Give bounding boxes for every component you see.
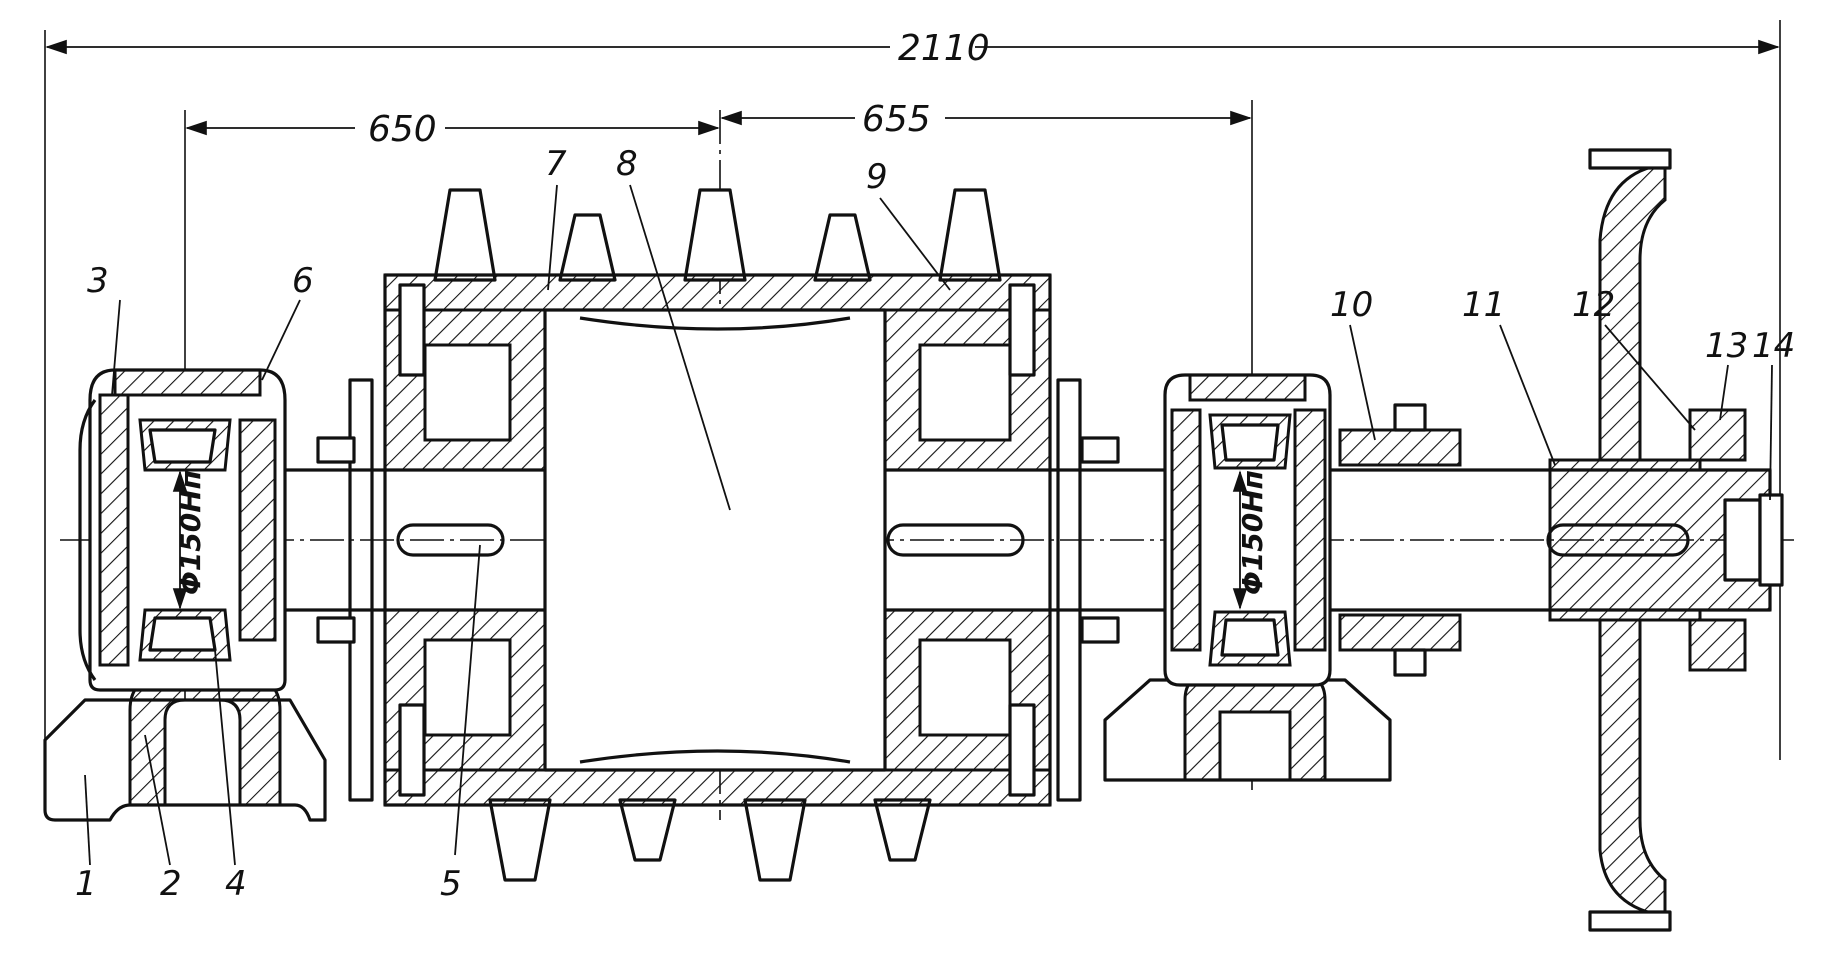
part-label-1: 1: [75, 864, 97, 904]
part-label-6: 6: [292, 261, 314, 301]
part-label-7: 7: [545, 144, 567, 184]
left-bearing-diameter: Φ150Нп: [174, 470, 207, 595]
part-label-4: 4: [225, 864, 247, 904]
keyway-right: [886, 523, 1025, 557]
left-span-label: 650: [368, 109, 437, 150]
part-label-3: 3: [87, 261, 109, 301]
part-label-12: 12: [1572, 285, 1615, 325]
part-labels: 1 2 3 4 5 6 7 8 9 10 11 12 13 14: [75, 144, 1795, 904]
main-shaft: [60, 468, 1800, 612]
keyway-left: [396, 523, 505, 557]
left-bearing-assembly: Φ150Нп: [43, 368, 327, 822]
part-label-8: 8: [616, 144, 638, 184]
part-label-10: 10: [1330, 285, 1373, 325]
right-span-label: 655: [862, 99, 931, 140]
gear-wheel: [1548, 148, 1784, 932]
part-label-5: 5: [440, 864, 462, 904]
drum-assembly: [316, 188, 1120, 882]
overall-length-label: 2110: [898, 28, 990, 69]
right-bearing-diameter: Φ150Нп: [1236, 470, 1269, 595]
part-label-13: 13: [1705, 326, 1748, 366]
right-bearing-assembly: Φ150Нп: [1103, 373, 1392, 782]
part-label-11: 11: [1462, 285, 1505, 325]
part-label-14: 14: [1752, 326, 1795, 366]
dimension-overall: 2110: [44, 20, 1781, 760]
part-label-9: 9: [866, 157, 888, 197]
part-label-2: 2: [160, 864, 182, 904]
coupling-sleeve: [1338, 403, 1462, 677]
